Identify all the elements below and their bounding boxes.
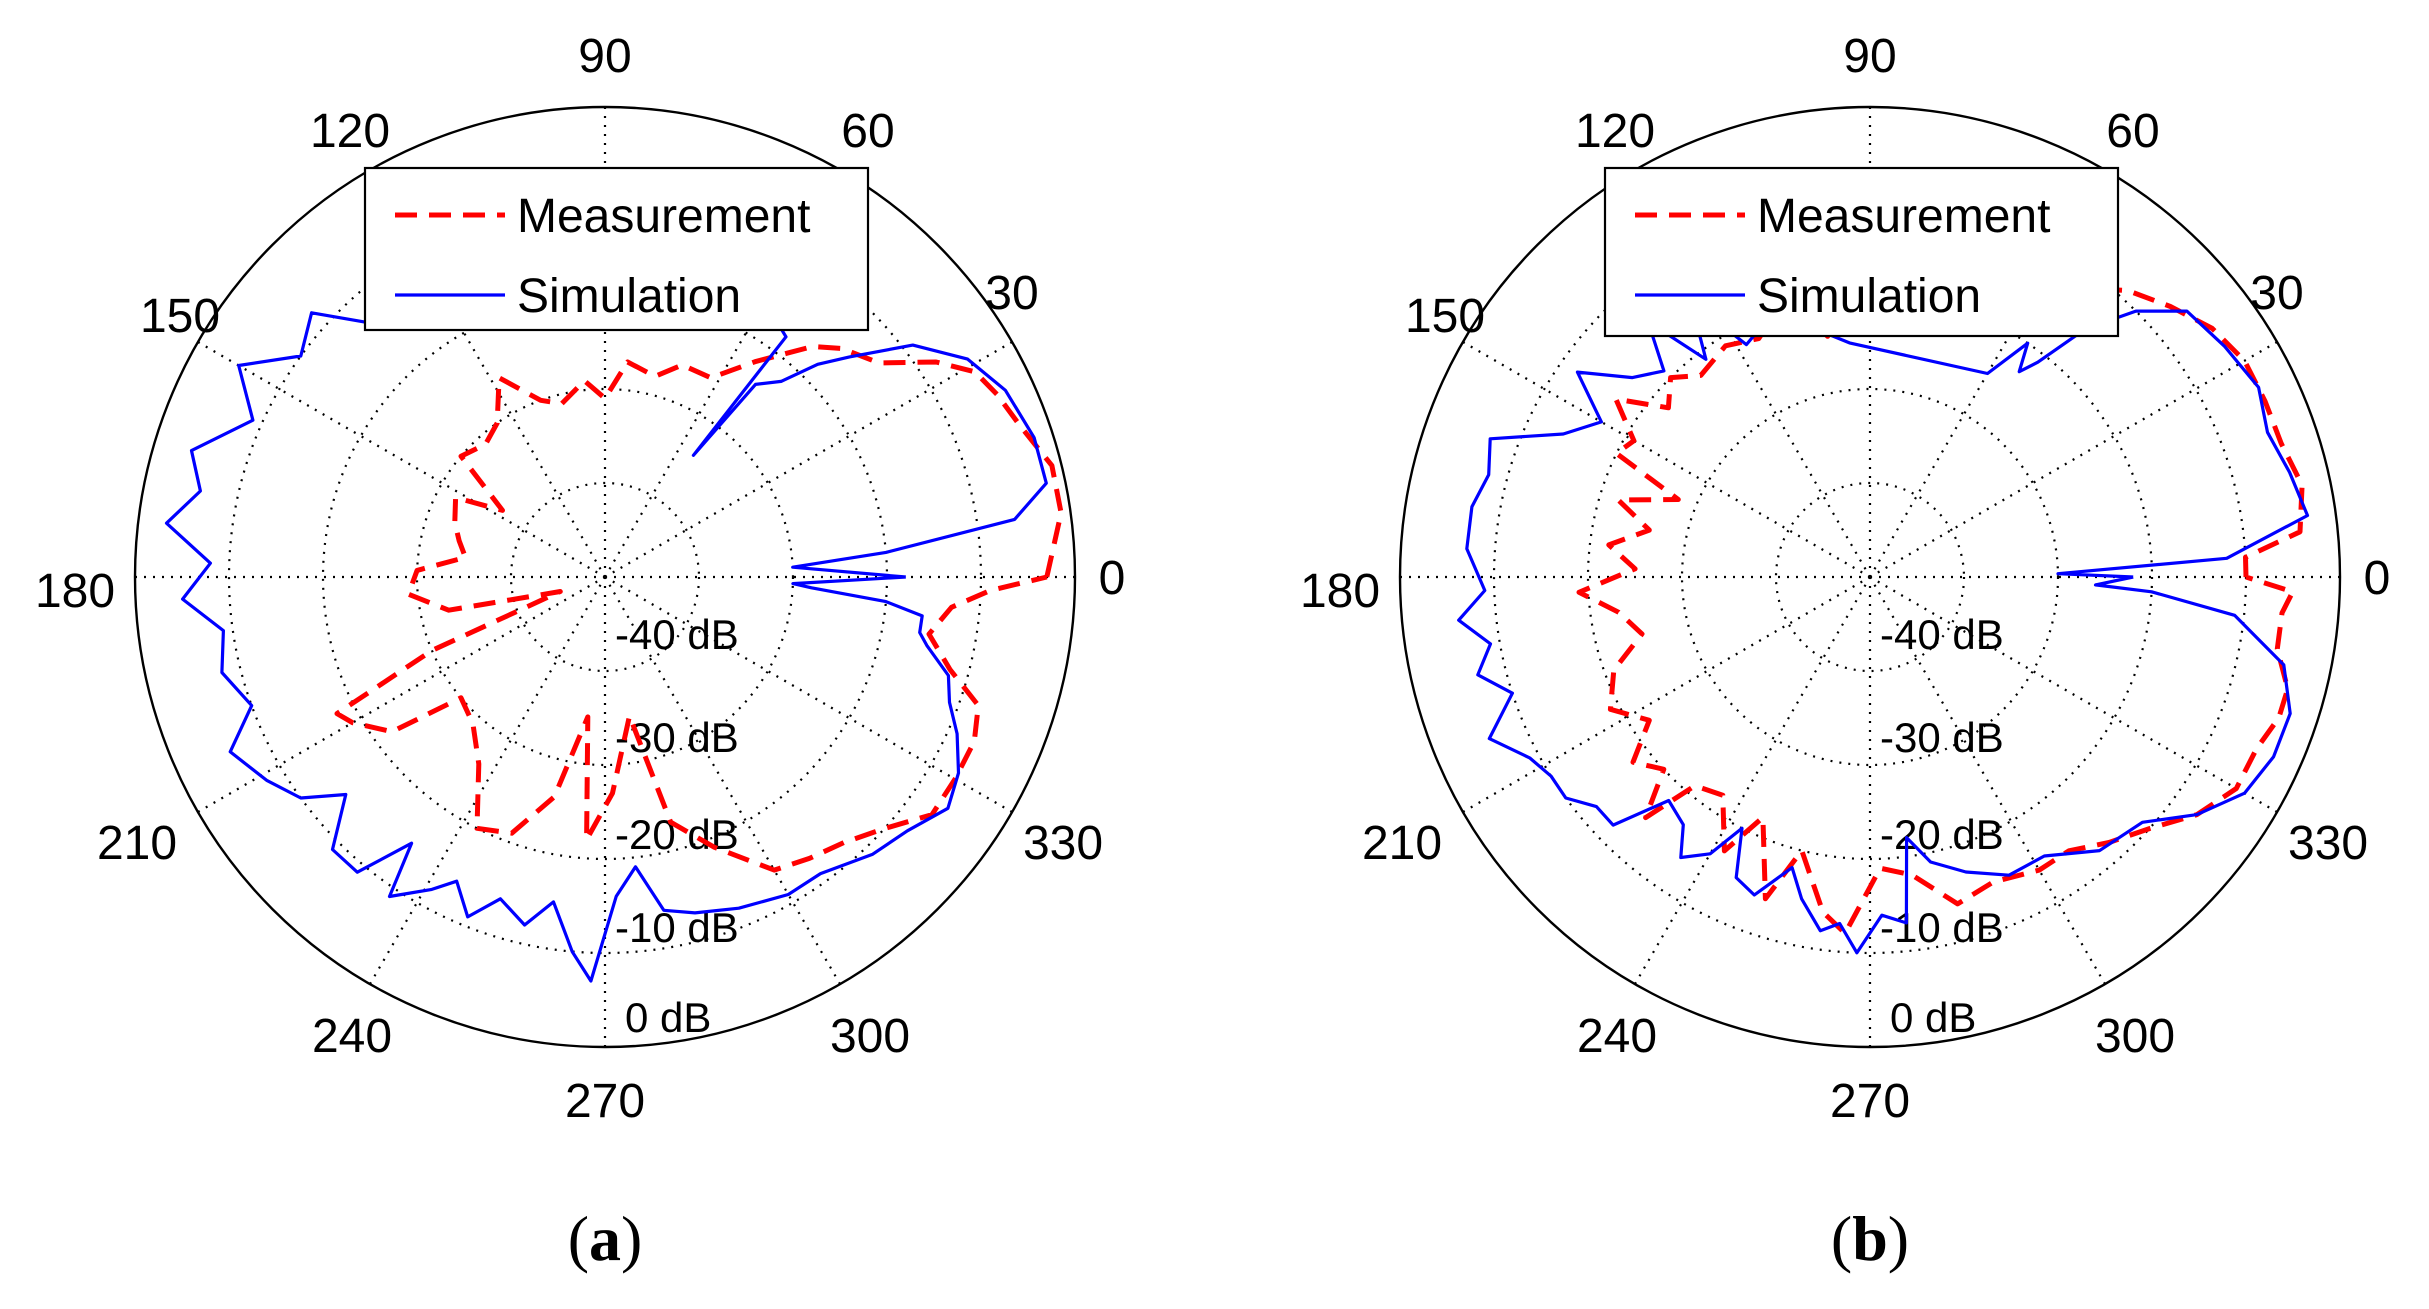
angle-tick-label: 60 bbox=[2106, 105, 2159, 158]
grid-ring bbox=[415, 387, 795, 767]
outer-ring bbox=[1398, 105, 2342, 1049]
grid-ring bbox=[509, 481, 701, 673]
caption-open-paren: ( bbox=[568, 1203, 589, 1274]
legend-box bbox=[363, 166, 870, 332]
radial-tick-label: 0 dB bbox=[1890, 994, 1976, 1041]
radial-tick-label: -40 dB bbox=[1880, 611, 2004, 658]
grid-ring bbox=[1774, 481, 1966, 673]
polar-chart-a: 0 30 60 90 120 150 180 210 240 270 300 330 -40 dB -30… bbox=[35, 30, 1125, 1274]
angle-tick-label: 270 bbox=[565, 1075, 645, 1128]
grid-spoke bbox=[604, 576, 841, 985]
angle-tick-label: 180 bbox=[35, 565, 115, 618]
angle-tick-label: 0 bbox=[1099, 552, 1126, 605]
angle-tick-label: 0 bbox=[2364, 552, 2391, 605]
grid-spoke bbox=[369, 169, 606, 578]
radial-tick-label: -30 dB bbox=[615, 714, 739, 761]
radial-tick-label: -20 dB bbox=[615, 811, 739, 858]
outer-ring bbox=[133, 105, 1077, 1049]
caption-open-paren: ( bbox=[1831, 1203, 1852, 1274]
series-measurement-line bbox=[334, 344, 1064, 873]
angle-tick-label: 210 bbox=[97, 817, 177, 870]
grid-spoke bbox=[1634, 576, 1871, 985]
series-simulation-line bbox=[1457, 299, 2310, 955]
legend-label: Measurement bbox=[517, 190, 810, 243]
grid-spoke bbox=[604, 341, 1013, 578]
caption-b: (b) bbox=[1831, 1203, 1909, 1274]
grid-spoke bbox=[1869, 341, 2278, 578]
radial-tick-label: -40 dB bbox=[615, 611, 739, 658]
grid-ring bbox=[227, 199, 983, 955]
angle-tick-label: 300 bbox=[2095, 1010, 2175, 1063]
legend-label: Simulation bbox=[1757, 270, 1981, 323]
radial-tick-label: -20 dB bbox=[1880, 811, 2004, 858]
grid-spoke bbox=[604, 576, 1013, 813]
caption-letter: a bbox=[589, 1203, 621, 1274]
series-simulation-line bbox=[164, 286, 1048, 983]
legend-label: Simulation bbox=[517, 270, 741, 323]
caption-a: (a) bbox=[568, 1203, 643, 1274]
grid-spoke bbox=[1462, 576, 1871, 813]
grid-ring bbox=[1586, 293, 2154, 861]
grid-spoke bbox=[369, 576, 606, 985]
radial-tick-label: 0 dB bbox=[625, 994, 711, 1041]
angle-tick-label: 300 bbox=[830, 1010, 910, 1063]
angle-tick-label: 330 bbox=[2288, 817, 2368, 870]
angle-tick-label: 240 bbox=[312, 1010, 392, 1063]
radial-tick-label: -10 dB bbox=[1880, 904, 2004, 951]
angle-tick-label: 210 bbox=[1362, 817, 1442, 870]
angle-tick-label: 30 bbox=[2250, 267, 2303, 320]
grid-spoke bbox=[197, 341, 606, 578]
caption-close-paren: ) bbox=[621, 1203, 642, 1274]
angle-tick-label: 60 bbox=[841, 105, 894, 158]
caption-close-paren: ) bbox=[1888, 1203, 1909, 1274]
grid-spoke bbox=[197, 576, 606, 813]
angle-tick-label: 330 bbox=[1023, 817, 1103, 870]
grid-ring bbox=[1680, 387, 2060, 767]
angle-tick-label: 270 bbox=[1830, 1075, 1910, 1128]
angle-tick-label: 120 bbox=[310, 105, 390, 158]
grid-spoke bbox=[1869, 576, 2278, 813]
angle-tick-label: 240 bbox=[1577, 1010, 1657, 1063]
angle-tick-label: 90 bbox=[1843, 30, 1896, 83]
legend-box bbox=[1603, 166, 2120, 338]
grid-spoke bbox=[1869, 576, 2106, 985]
polar-chart-b: 0 30 60 90 120 150 180 210 240 270 300 330 -40 dB -30… bbox=[1300, 30, 2390, 1274]
angle-tick-label: 150 bbox=[140, 290, 220, 343]
angle-tick-label: 180 bbox=[1300, 565, 1380, 618]
caption-letter: b bbox=[1852, 1203, 1888, 1274]
legend-label: Measurement bbox=[1757, 190, 2050, 243]
radial-tick-label: -30 dB bbox=[1880, 714, 2004, 761]
angle-tick-label: 30 bbox=[985, 267, 1038, 320]
angle-tick-label: 90 bbox=[578, 30, 631, 83]
grid-spoke bbox=[1462, 341, 1871, 578]
angle-tick-label: 120 bbox=[1575, 105, 1655, 158]
grid-spoke bbox=[1634, 169, 1871, 578]
angle-tick-label: 150 bbox=[1405, 290, 1485, 343]
